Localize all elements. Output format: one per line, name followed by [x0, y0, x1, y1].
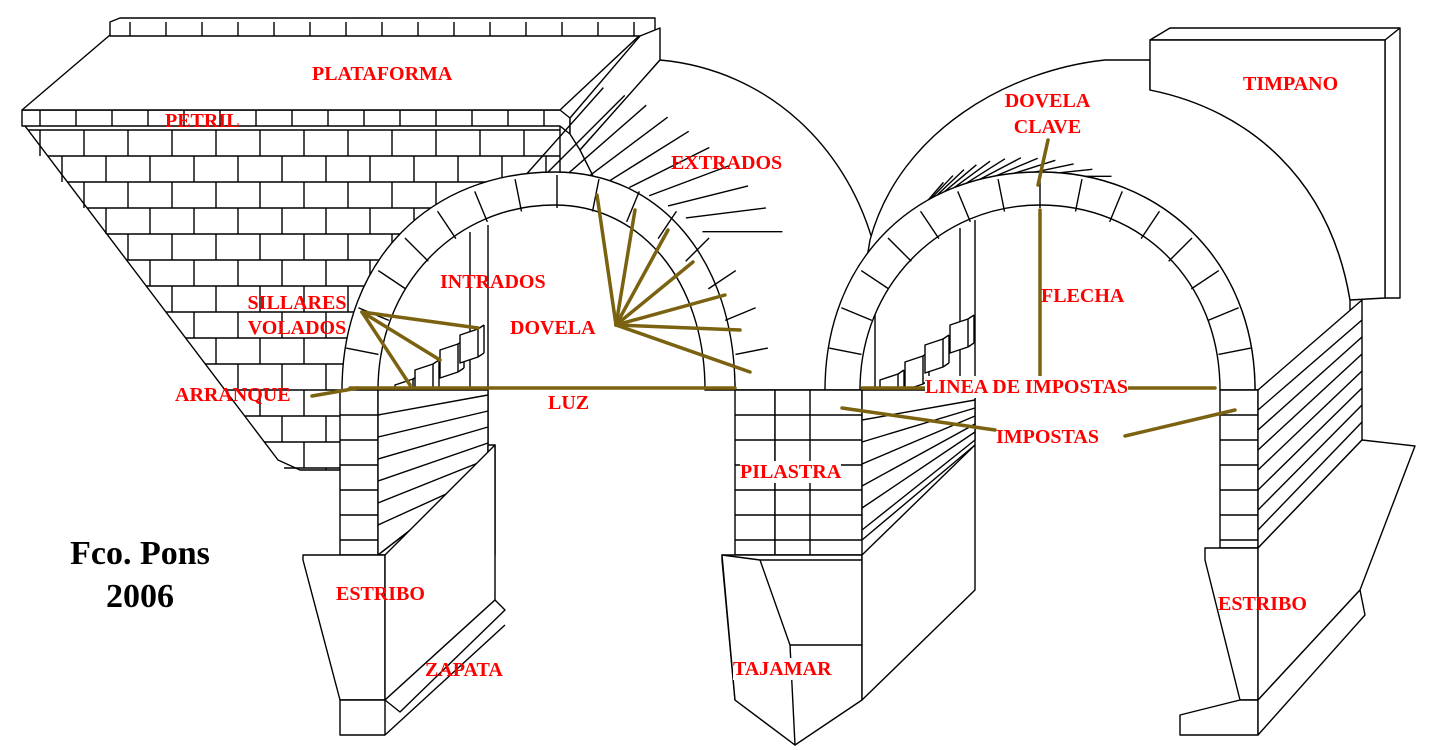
- label-dovela-clave: DOVELA CLAVE: [995, 90, 1100, 138]
- label-plataforma: PLATAFORMA: [312, 63, 453, 85]
- label-extrados: EXTRADOS: [671, 152, 783, 174]
- label-tajamar: TAJAMAR: [733, 658, 832, 680]
- label-intrados: INTRADOS: [440, 271, 546, 293]
- plataforma-deck: [21, 17, 661, 151]
- label-petril: PETRIL: [165, 110, 240, 132]
- label-impostas: IMPOSTAS: [996, 426, 1099, 448]
- label-pilastra: PILASTRA: [740, 461, 842, 483]
- label-sillares-line1: SILLARES: [247, 292, 347, 314]
- arch-right: [824, 59, 1351, 440]
- label-zapata: ZAPATA: [425, 659, 503, 681]
- author-signature: Fco. Pons 2006: [40, 533, 240, 618]
- arch-left: [341, 59, 876, 555]
- right-estribo: [1179, 439, 1416, 736]
- label-timpano: TIMPANO: [1243, 73, 1339, 95]
- tajamar-cutwater: [721, 444, 976, 746]
- label-sillares-volados: SILLARES VOLADOS: [233, 292, 361, 339]
- right-pier: [1219, 299, 1363, 549]
- label-luz: LUZ: [548, 392, 590, 414]
- timpano-block: [1149, 27, 1401, 301]
- label-dovela: DOVELA: [510, 317, 596, 339]
- wall-brick-grid: [28, 129, 560, 470]
- label-estribo-left: ESTRIBO: [336, 583, 425, 605]
- label-dovela-clave-line2: CLAVE: [1013, 116, 1082, 138]
- label-arranque: ARRANQUE: [175, 384, 291, 406]
- label-linea-impostas: LINEA DE IMPOSTAS: [925, 376, 1129, 398]
- label-sillares-line2: VOLADOS: [247, 317, 347, 339]
- label-flecha: FLECHA: [1041, 285, 1125, 307]
- label-dovela-clave-line1: DOVELA: [1004, 90, 1091, 112]
- label-estribo-right: ESTRIBO: [1218, 593, 1307, 615]
- signature-year: 2006: [106, 577, 174, 615]
- signature-author: Fco. Pons: [70, 535, 210, 572]
- left-estribo: [302, 444, 506, 736]
